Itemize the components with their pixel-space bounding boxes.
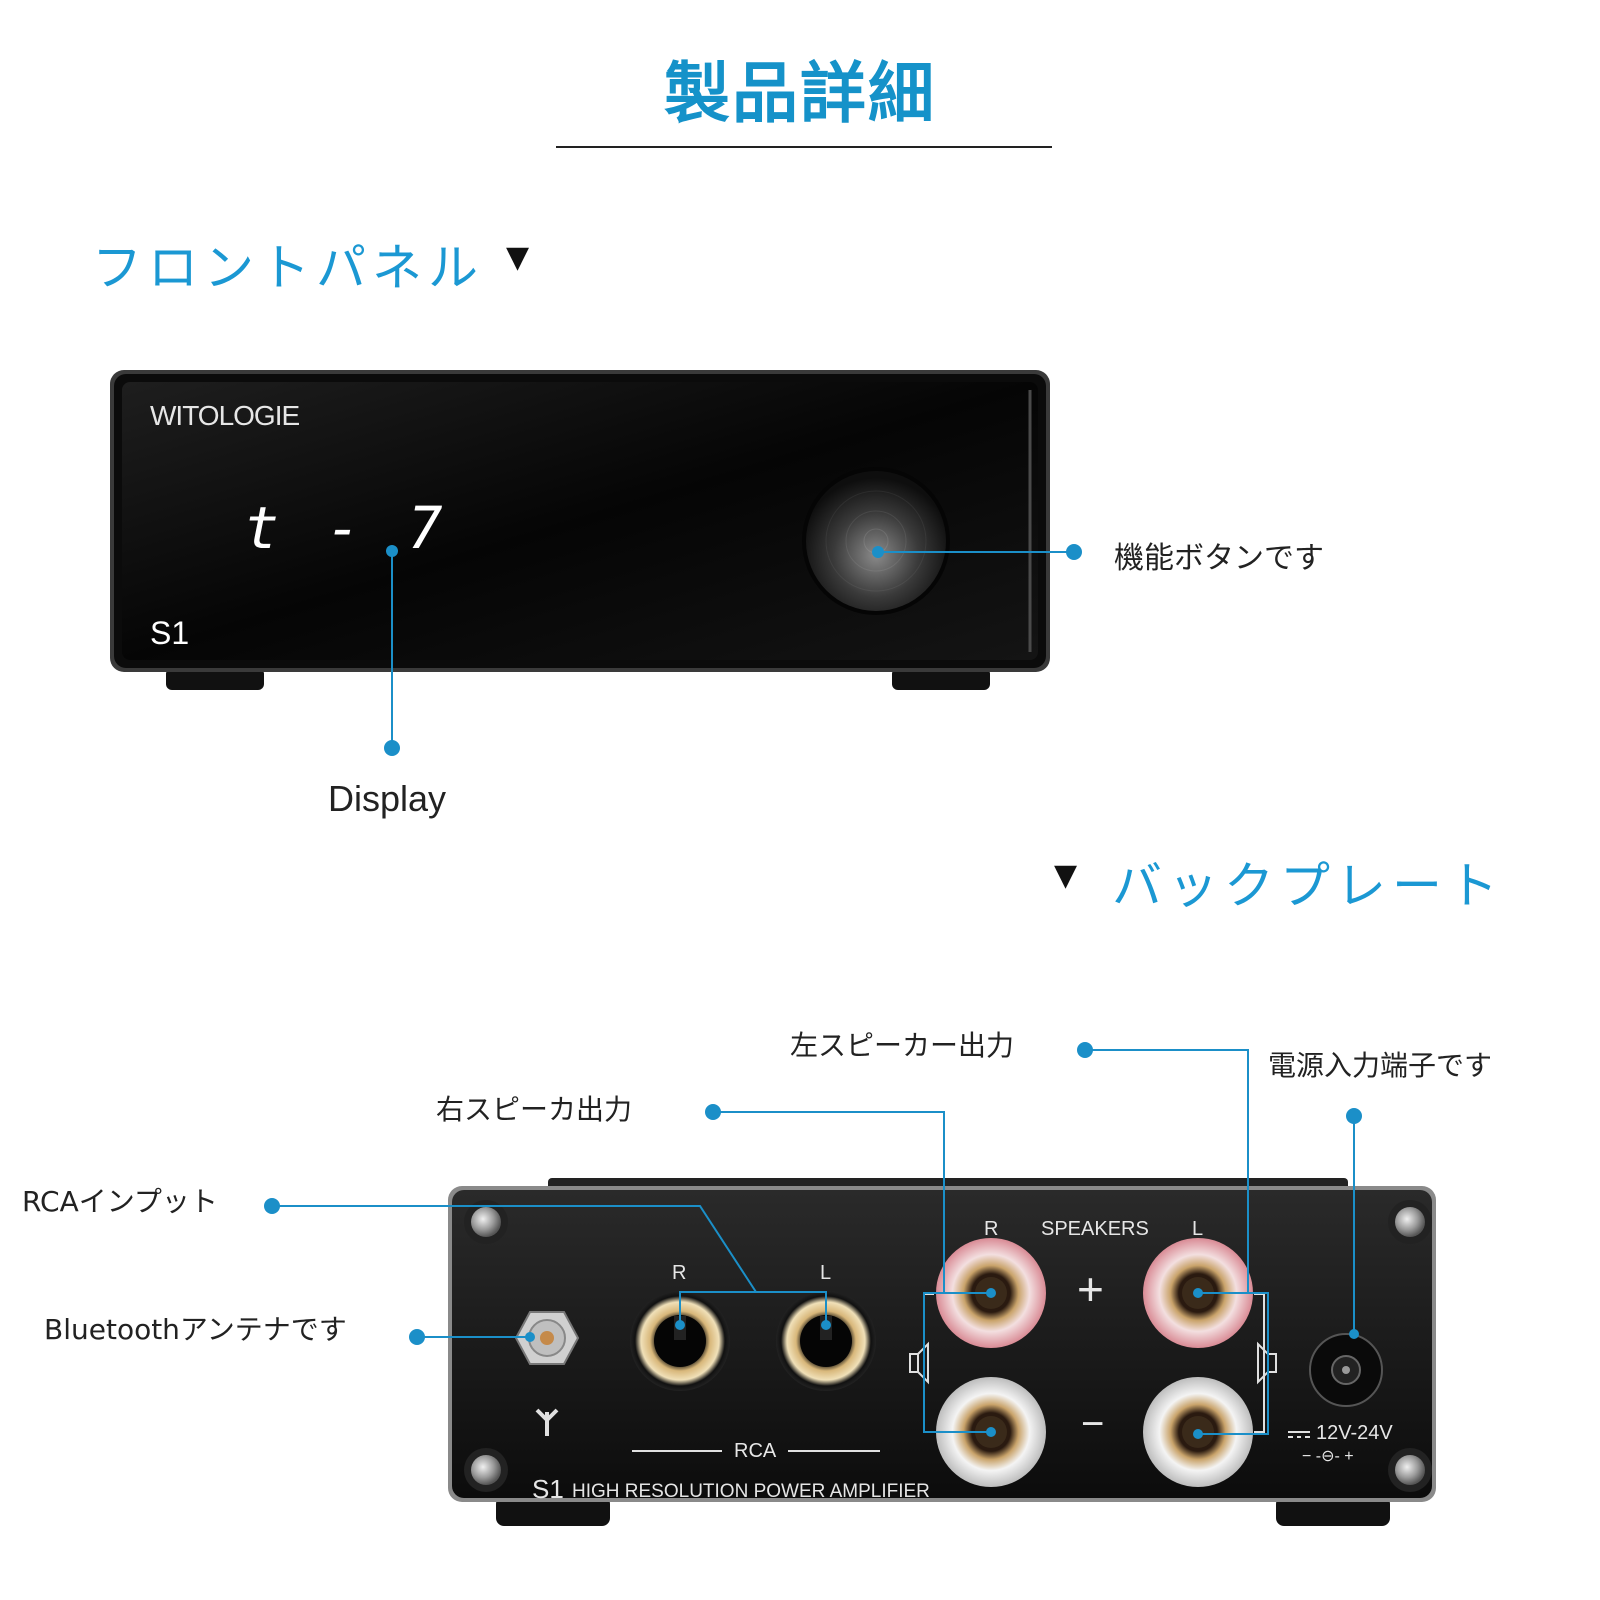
rca-input-callout: RCAインプット <box>22 1185 218 1218</box>
back-model-label: S1 <box>532 1474 564 1504</box>
function-knob <box>806 471 946 611</box>
page-title: 製品詳細 <box>664 55 936 132</box>
screw-icon <box>464 1200 1432 1492</box>
back-callout-dots <box>264 1042 1362 1439</box>
front-model-label: S1 <box>150 615 190 651</box>
dc-power-jack <box>1309 1333 1383 1407</box>
bluetooth-antenna-connector <box>514 1311 580 1365</box>
brand-logo: WITOLOGIE <box>150 400 300 431</box>
back-plate-marker: ▼ <box>1054 858 1078 893</box>
speakers-label: SPEAKERS <box>1041 1218 1149 1240</box>
title-divider <box>556 146 1052 148</box>
back-plate-heading: バックプレート <box>1112 857 1504 915</box>
front-panel-heading: フロントパネル <box>92 239 484 297</box>
dc-symbol-icon <box>1288 1431 1310 1438</box>
front-panel-marker: ▼ <box>506 240 530 275</box>
back-panel-device <box>448 1178 1436 1526</box>
power-input-callout: 電源入力端子です <box>1268 1049 1493 1082</box>
back-model-description: HIGH RESOLUTION POWER AMPLIFIER <box>572 1481 930 1502</box>
plus-sign: + <box>1077 1263 1104 1315</box>
rca-r-label: R <box>672 1262 687 1284</box>
knob-callout-label: 機能ボタンです <box>1114 541 1324 576</box>
speaker-l-label: L <box>1192 1218 1204 1240</box>
rca-section-label: RCA <box>734 1440 777 1462</box>
rca-l-label: L <box>820 1262 832 1284</box>
rca-jack-right <box>630 1291 730 1391</box>
bluetooth-antenna-callout: Bluetoothアンテナです <box>44 1313 347 1346</box>
front-panel-device <box>110 370 1050 690</box>
back-callout-lines <box>272 1049 1355 1435</box>
minus-sign: − <box>1081 1402 1105 1446</box>
rca-jack-left <box>776 1291 876 1391</box>
voltage-label: 12V-24V <box>1316 1422 1393 1444</box>
speaker-r-label: R <box>984 1218 999 1240</box>
polarity-label: − -⊖- + <box>1302 1448 1354 1465</box>
led-display: t - 7 <box>244 494 449 562</box>
front-foot-right <box>892 668 990 690</box>
front-faceplate <box>122 382 1038 660</box>
display-callout-label: Display <box>328 778 447 819</box>
right-speaker-callout: 右スピーカ出力 <box>436 1093 633 1126</box>
front-foot-left <box>166 668 264 690</box>
left-speaker-callout: 左スピーカー出力 <box>790 1029 1015 1062</box>
antenna-icon <box>535 1408 559 1436</box>
back-foot-left <box>496 1496 610 1526</box>
back-foot-right <box>1276 1496 1390 1526</box>
